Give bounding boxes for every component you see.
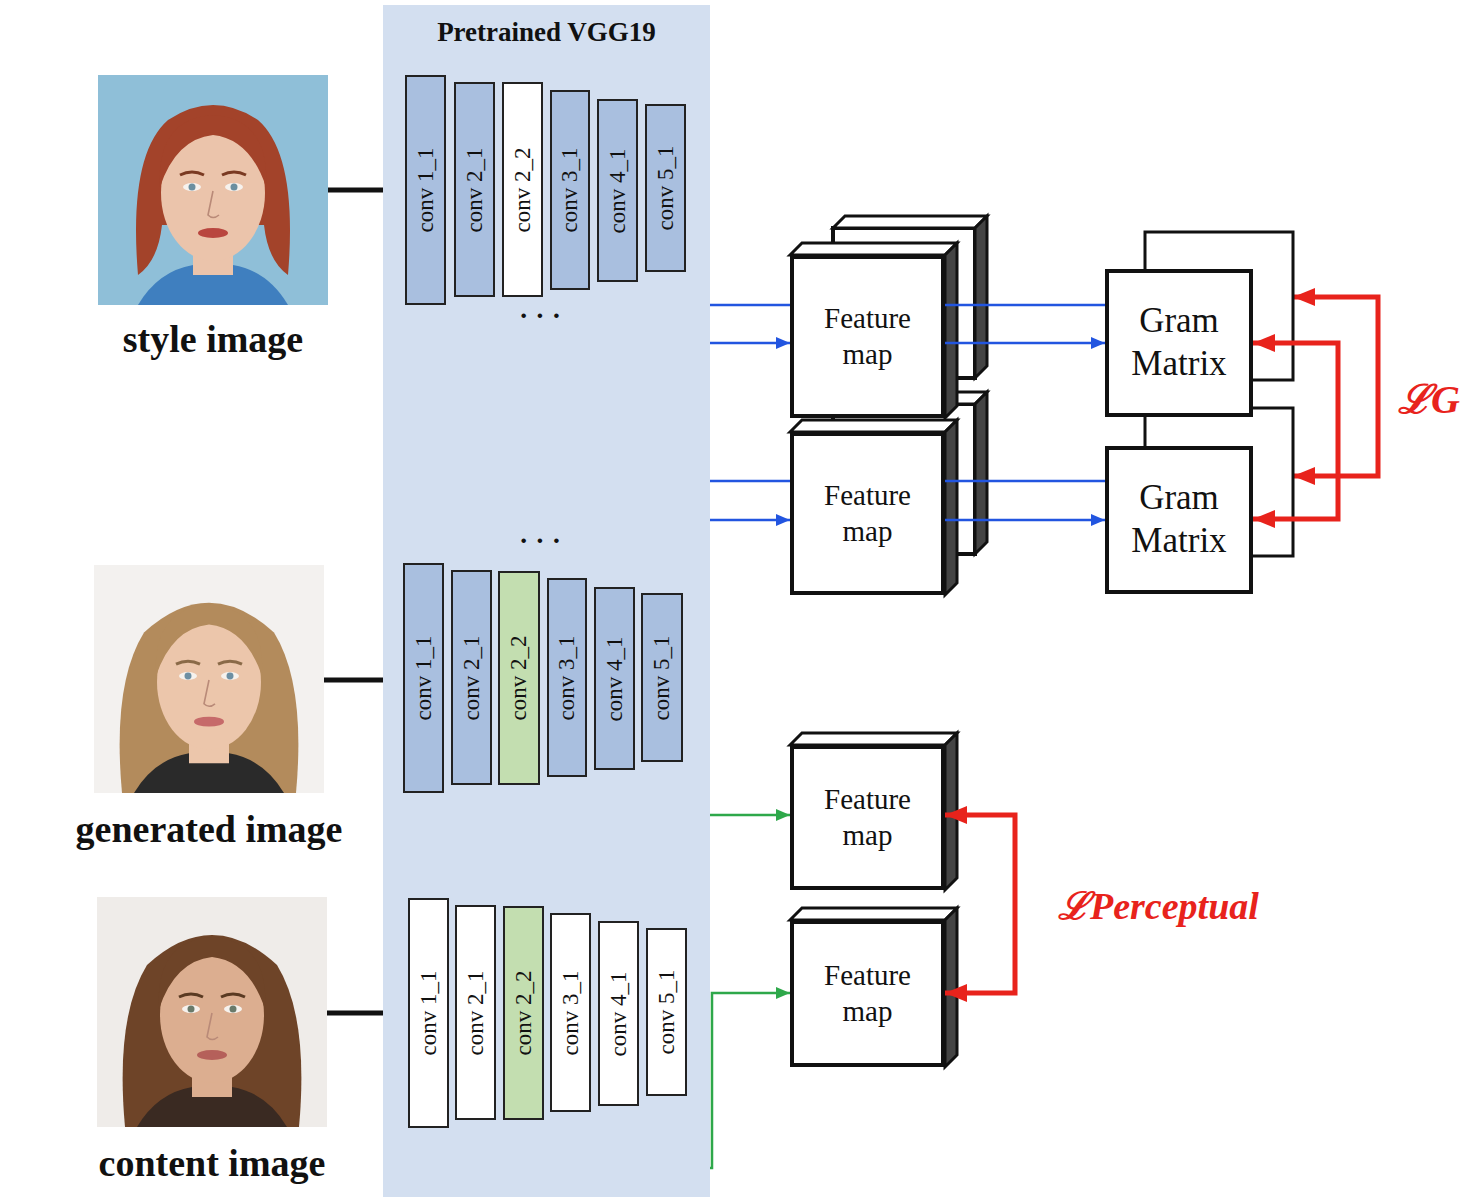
layer-name: conv 5_1 <box>649 635 674 720</box>
feature-label: Feature map <box>808 782 928 853</box>
conv-layer: conv 2_1 <box>451 570 492 785</box>
layer-name: conv 2_1 <box>459 635 484 720</box>
conv-layer: conv 2_1 <box>455 905 496 1120</box>
layer-name: conv 5_1 <box>654 970 679 1055</box>
layer-name: conv 3_1 <box>558 970 583 1055</box>
layer-name: conv 2_2 <box>511 971 536 1056</box>
input-image: style image <box>98 75 328 305</box>
image-caption: generated image <box>76 809 343 851</box>
box-side-face <box>945 908 957 1067</box>
image-caption: style image <box>123 319 303 361</box>
layer-name: conv 3_1 <box>557 148 582 233</box>
feature-label: Feature map <box>808 958 928 1029</box>
feature-label: Feature map <box>808 478 928 549</box>
box-top-face <box>790 908 957 920</box>
connector <box>945 815 1015 993</box>
ellipsis-mark: · · · <box>519 302 561 330</box>
gram-label: Gram Matrix <box>1111 477 1247 562</box>
connector <box>1253 343 1338 519</box>
loss-label: ℒPerceptual <box>1058 886 1259 928</box>
conv-layer: conv 2_2 <box>502 82 543 297</box>
input-image: content image <box>97 897 327 1127</box>
feature-map-box: Feature map <box>790 920 945 1067</box>
conv-layer: conv 2_2 <box>498 571 540 785</box>
conv-layer: conv 3_1 <box>550 913 591 1112</box>
input-image: generated image <box>94 565 324 793</box>
box-side-face <box>945 733 957 890</box>
conv-layer: conv 5_1 <box>641 593 683 762</box>
layer-name: conv 3_1 <box>554 635 579 720</box>
gram-matrix-box: Gram Matrix <box>1105 269 1253 417</box>
feature-map-box: Feature map <box>790 432 945 595</box>
layer-name: conv 2_2 <box>510 147 535 232</box>
conv-layer: conv 5_1 <box>645 104 686 272</box>
connector <box>945 304 1105 307</box>
loss-label: ℒG <box>1398 378 1460 422</box>
ellipsis-mark: · · · <box>519 527 561 555</box>
layer-name: conv 2_1 <box>463 970 488 1055</box>
layer-name: conv 4_1 <box>605 148 630 233</box>
layer-name: conv 2_2 <box>506 636 531 721</box>
conv-layer: conv 4_1 <box>594 587 635 770</box>
feature-label: Feature map <box>808 301 928 372</box>
conv-layer: conv 5_1 <box>646 928 687 1096</box>
connector <box>945 519 1105 522</box>
face-photo <box>98 75 328 305</box>
layer-name: conv 4_1 <box>602 636 627 721</box>
box-side-face <box>975 216 987 378</box>
box-side-face <box>945 420 957 595</box>
box-side-face <box>945 243 957 418</box>
feature-map-box: Feature map <box>790 745 945 890</box>
conv-layer: conv 4_1 <box>598 921 639 1106</box>
conv-layer: conv 2_1 <box>454 82 495 297</box>
conv-layer: conv 3_1 <box>550 90 590 290</box>
image-caption: content image <box>99 1143 326 1185</box>
box-top-face <box>790 420 957 432</box>
conv-layer: conv 1_1 <box>405 75 446 305</box>
face-photo <box>97 897 327 1127</box>
conv-layer: conv 1_1 <box>403 563 444 793</box>
box-top-face <box>790 733 957 745</box>
layer-name: conv 5_1 <box>653 146 678 231</box>
layer-name: conv 4_1 <box>606 971 631 1056</box>
layer-name: conv 1_1 <box>411 636 436 721</box>
layer-name: conv 1_1 <box>413 148 438 233</box>
face-photo <box>94 565 324 793</box>
conv-layer: conv 1_1 <box>408 898 449 1128</box>
conv-layer: conv 3_1 <box>547 578 587 777</box>
box-top-face <box>790 243 957 255</box>
network-band: Pretrained VGG19conv 1_1conv 2_1conv 2_2… <box>383 5 710 1197</box>
layer-name: conv 1_1 <box>416 971 441 1056</box>
connector <box>945 480 1105 483</box>
conv-layer: conv 4_1 <box>597 99 638 282</box>
box-side-face <box>975 392 987 554</box>
conv-layer: conv 2_2 <box>503 906 544 1120</box>
band-title: Pretrained VGG19 <box>383 17 710 48</box>
gram-label: Gram Matrix <box>1111 300 1247 385</box>
gram-matrix-box: Gram Matrix <box>1105 446 1253 594</box>
feature-map-box: Feature map <box>790 255 945 418</box>
connector <box>945 342 1105 345</box>
box-top-face <box>833 216 987 228</box>
layer-name: conv 2_1 <box>462 147 487 232</box>
